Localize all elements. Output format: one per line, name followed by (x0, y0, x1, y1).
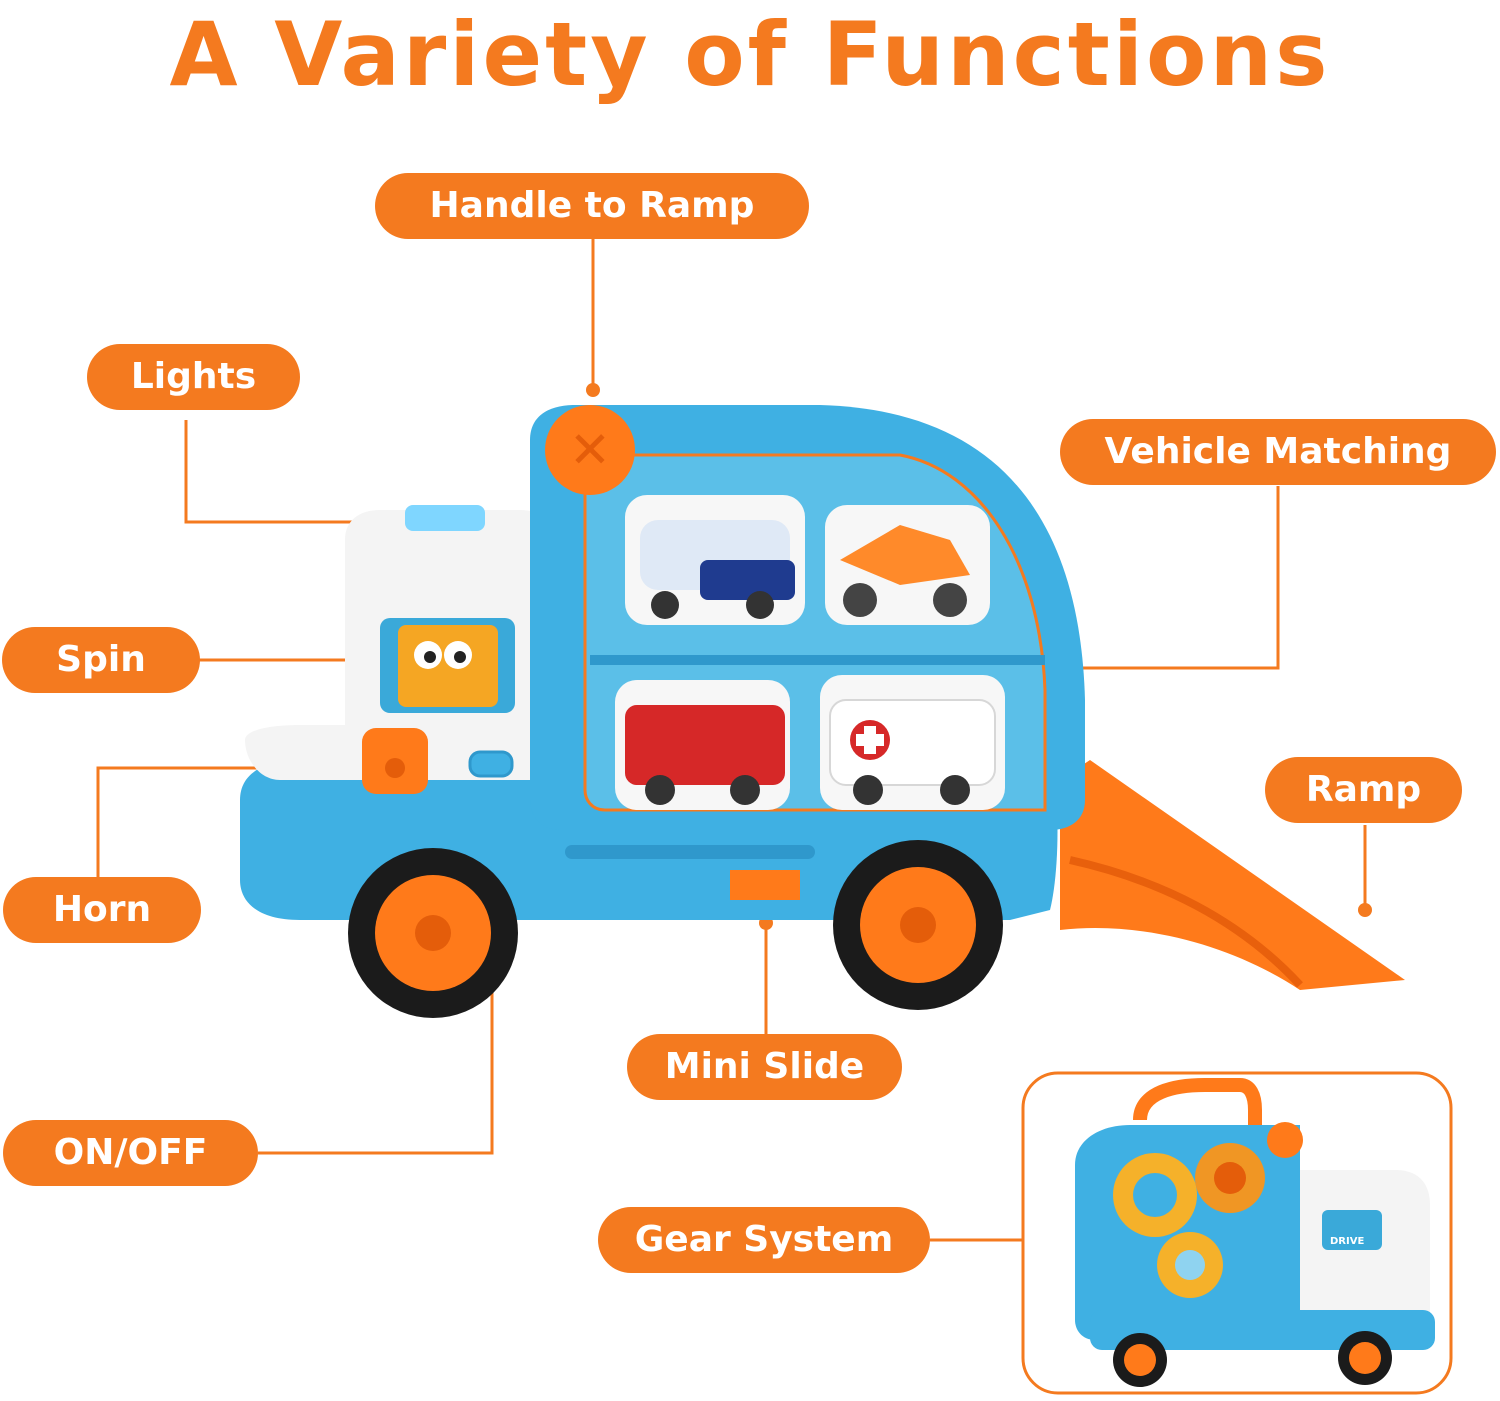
page-title: A Variety of Functions (169, 3, 1331, 106)
ramp-shape (1060, 760, 1405, 990)
label-vehicle-matching: Vehicle Matching (1060, 419, 1496, 485)
label-ramp: Ramp (1265, 757, 1462, 823)
label-on-off: ON/OFF (3, 1120, 258, 1186)
label-lights: Lights (87, 344, 300, 410)
vehicle-stickers (615, 495, 1005, 810)
wheels (348, 840, 1003, 1018)
label-spin: Spin (2, 627, 200, 693)
inset-drive-label: DRIVE (1330, 1236, 1364, 1247)
label-mini-slide: Mini Slide (627, 1034, 902, 1100)
inset-truck (1075, 1078, 1435, 1387)
svg-text:✕: ✕ (569, 421, 611, 479)
label-gear-system: Gear System (598, 1207, 930, 1273)
label-handle-to-ramp: Handle to Ramp (375, 173, 809, 239)
label-horn: Horn (3, 877, 201, 943)
truck-body: ✕ (240, 405, 1085, 920)
